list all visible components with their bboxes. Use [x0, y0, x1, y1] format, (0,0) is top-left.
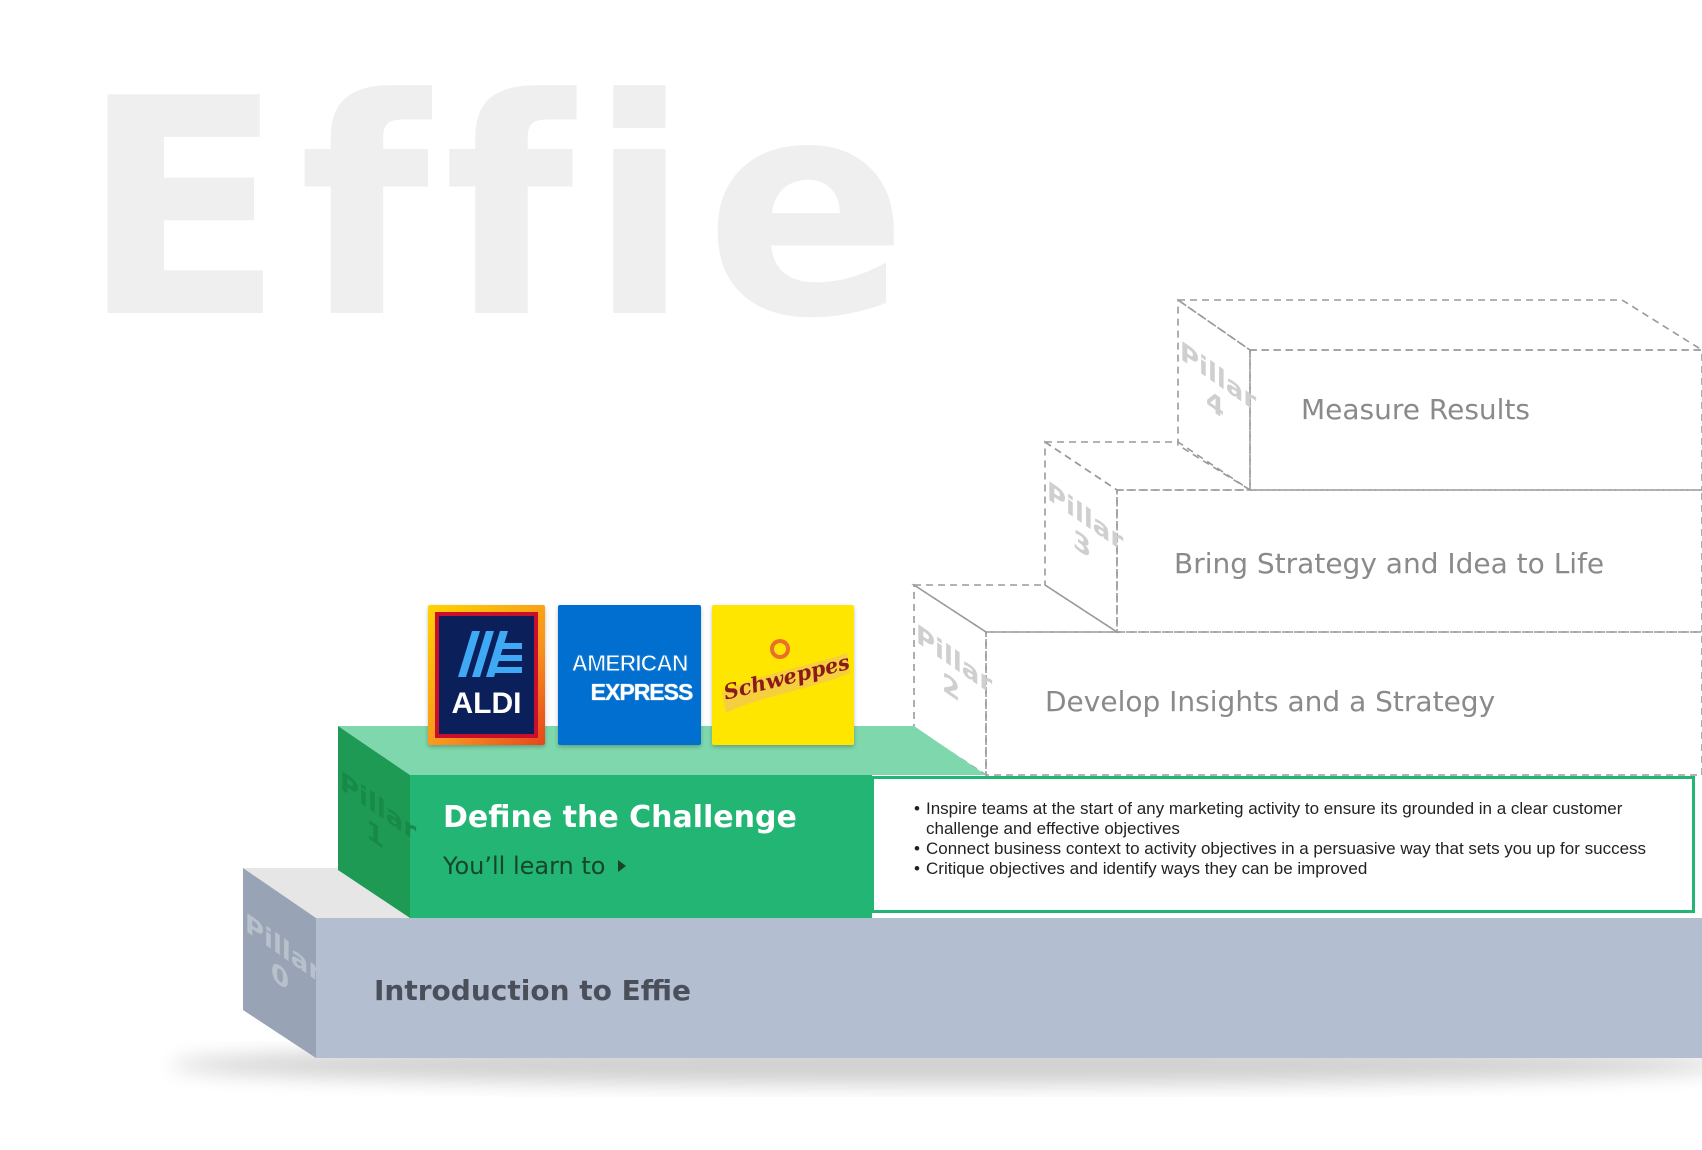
schweppes-logo[interactable]: Schweppes	[712, 605, 854, 745]
objectives-list: Inspire teams at the start of any market…	[914, 799, 1662, 879]
learn-objectives-panel: Inspire teams at the start of any market…	[871, 776, 1695, 913]
objective-item: Inspire teams at the start of any market…	[914, 799, 1662, 839]
pillar-1-front-face	[410, 775, 872, 918]
pillar-1-side-face	[338, 726, 410, 918]
amex-wordmark-line1: AMERICAN	[571, 650, 689, 677]
pillar-4-title[interactable]: Measure Results	[1301, 393, 1531, 426]
pillar-2-title[interactable]: Develop Insights and a Strategy	[1045, 685, 1496, 718]
pillar-4-side-face	[1177, 298, 1251, 492]
pillar-0-front-face	[316, 918, 1702, 1058]
pillar-3-title[interactable]: Bring Strategy and Idea to Life	[1174, 547, 1605, 580]
schweppes-ribbon-icon	[722, 639, 850, 713]
pillar-0-title[interactable]: Introduction to Effie	[374, 974, 691, 1007]
amex-wordmark-line2: EXPRESS	[590, 679, 694, 705]
aldi-logo[interactable]: ALDI	[428, 605, 545, 745]
pillar-2-front-face	[985, 631, 1702, 776]
american-express-logo[interactable]: AMERICAN EXPRESS	[558, 605, 701, 745]
caret-right-icon	[618, 860, 627, 872]
pillar-3-front-face	[1116, 489, 1702, 633]
objective-item: Critique objectives and identify ways th…	[914, 859, 1662, 879]
learn-to-label: You’ll learn to	[443, 852, 606, 880]
pillar-1-title[interactable]: Define the Challenge	[443, 800, 797, 835]
pillar-0-side-face	[243, 868, 316, 1058]
objective-item: Connect business context to activity obj…	[914, 839, 1662, 859]
pillar-4-front-face	[1249, 349, 1702, 491]
aldi-wordmark: ALDI	[451, 687, 522, 720]
learn-to-toggle[interactable]: You’ll learn to	[443, 852, 629, 880]
pillar-2-top-face	[911, 584, 1120, 633]
watermark-title: Effie	[80, 35, 923, 384]
pillar-0-top-face	[243, 868, 410, 918]
aldi-stripes-icon	[458, 631, 522, 677]
